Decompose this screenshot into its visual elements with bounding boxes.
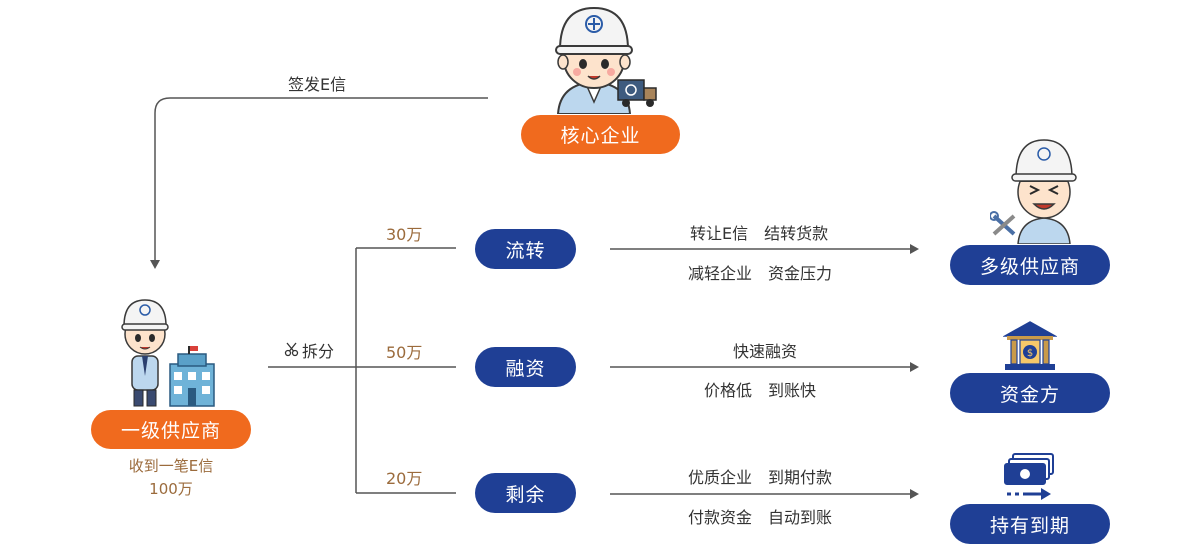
branch-desc-line2: 付款资金 自动到账 bbox=[688, 508, 833, 527]
split-label: 拆分 bbox=[302, 342, 335, 361]
branch-desc-line2: 减轻企业 资金压力 bbox=[688, 264, 833, 283]
branch-target-node: 多级供应商 bbox=[950, 245, 1110, 285]
scissors-icon bbox=[284, 342, 299, 357]
issue-label: 签发E信 bbox=[288, 75, 347, 94]
branch-desc-line1: 快速融资 bbox=[733, 342, 798, 361]
branch-target-node: 资金方 bbox=[950, 373, 1110, 413]
worker-with-truck-icon bbox=[555, 6, 657, 114]
svg-text:$: $ bbox=[1027, 348, 1033, 359]
first-supplier-note-line2: 100万 bbox=[149, 480, 193, 498]
branch-amount: 20万 bbox=[386, 469, 423, 488]
branch-action-node: 流转 bbox=[475, 229, 576, 269]
branch-action-node: 融资 bbox=[475, 347, 576, 387]
branch-amount: 50万 bbox=[386, 343, 423, 362]
first-supplier-node: 一级供应商 bbox=[91, 410, 251, 449]
branch-target-node: 持有到期 bbox=[950, 504, 1110, 544]
first-supplier-note-line1: 收到一笔E信 bbox=[128, 457, 214, 475]
bank-icon: $ bbox=[1003, 321, 1057, 370]
branch-amount: 30万 bbox=[386, 225, 423, 244]
branch-desc-line1: 优质企业 到期付款 bbox=[688, 468, 833, 487]
branch-action-node: 剩余 bbox=[475, 473, 576, 513]
money-stack-icon bbox=[1004, 453, 1054, 500]
worker-with-building-icon bbox=[121, 299, 215, 407]
core-enterprise-node: 核心企业 bbox=[521, 115, 680, 154]
worker-with-wrench-icon bbox=[990, 139, 1077, 244]
branch-desc-line1: 转让E信 结转货款 bbox=[690, 224, 829, 243]
branch-desc-line2: 价格低 到账快 bbox=[704, 381, 817, 400]
